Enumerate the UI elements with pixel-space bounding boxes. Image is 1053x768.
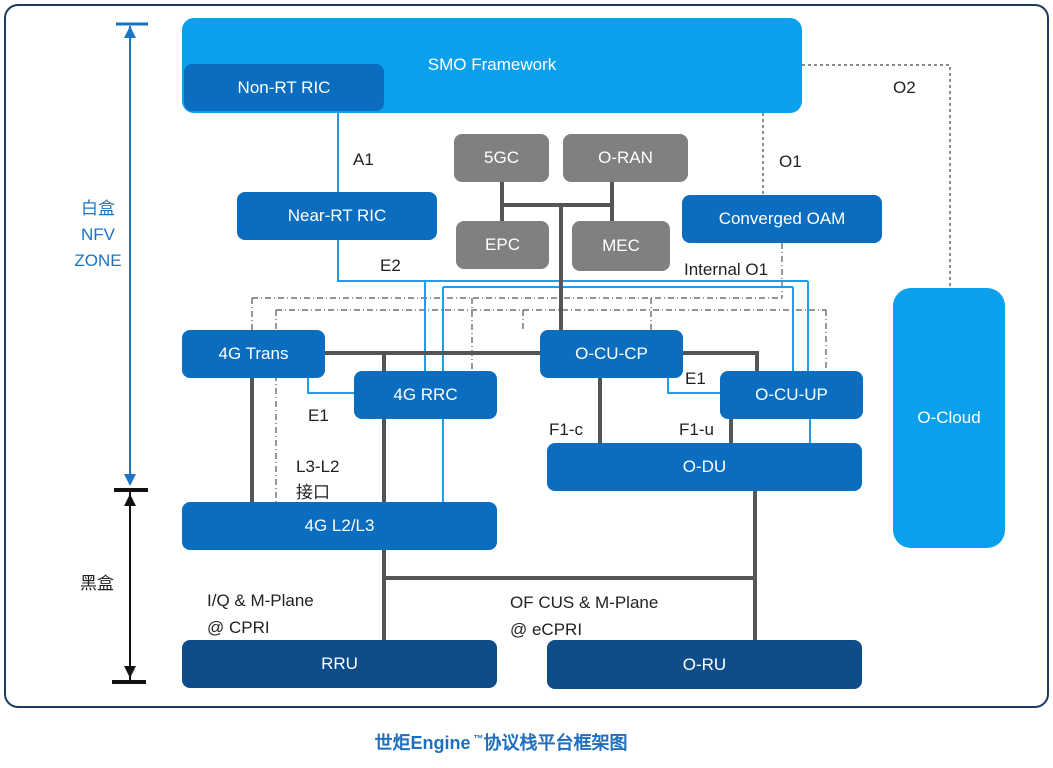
o-cu-cp-label: O-CU-CP — [575, 344, 648, 363]
o-ru-label: O-RU — [682, 654, 727, 674]
o-du-box: O-DU — [547, 443, 862, 491]
cpri-label-line1: I/Q & M-Plane — [207, 591, 314, 610]
internal-o1-label: Internal O1 — [684, 260, 769, 279]
black-box-zone-arrow — [112, 488, 148, 684]
caption-suffix: 协议栈平台框架图 — [483, 733, 628, 753]
caption-prefix: 世炬Engine — [374, 733, 471, 753]
converged-oam-label: Converged OAM — [718, 209, 846, 228]
f1-c-label: F1-c — [549, 420, 583, 439]
near-rt-ric-box: Near-RT RIC — [237, 192, 437, 240]
o-cloud-label: O-Cloud — [917, 408, 981, 427]
l3-l2-label-line2: 接口 — [296, 483, 330, 502]
l3-l2-label-line1: L3-L2 — [296, 457, 340, 476]
black-box-zone-label: 黑盒 — [80, 574, 114, 593]
non-rt-ric-label: Non-RT RIC — [237, 77, 331, 97]
4g-trans-box: 4G Trans — [182, 330, 325, 378]
ecpri-label-line1: OF CUS & M-Plane — [510, 593, 659, 612]
o-ran-box: O-RAN — [563, 134, 688, 182]
mec-box: MEC — [572, 221, 670, 271]
o-cu-cp-box: O-CU-CP — [540, 330, 683, 378]
diagram-frame — [4, 4, 1049, 708]
o-cloud-box: O-Cloud — [893, 288, 1005, 548]
4g-trans-label: 4G Trans — [218, 344, 289, 363]
ecpri-label-line2: @ eCPRI — [510, 620, 583, 639]
4g-l2-l3-label: 4G L2/L3 — [304, 516, 375, 535]
nfv-zone-label: NFV — [81, 225, 115, 244]
white-box-zone-arrow — [116, 22, 148, 486]
5gc-label: 5GC — [484, 148, 519, 167]
non-rt-ric-box: Non-RT RIC — [184, 64, 384, 111]
converged-oam-box: Converged OAM — [682, 195, 882, 243]
e1-5g-label: E1 — [685, 369, 706, 388]
4g-rrc-label: 4G RRC — [393, 385, 458, 404]
transport-links — [250, 182, 759, 640]
rru-label: RRU — [321, 654, 358, 673]
epc-box: EPC — [456, 221, 549, 269]
f1-u-label: F1-u — [679, 420, 714, 439]
epc-label: EPC — [485, 235, 520, 254]
4g-l2-l3-box: 4G L2/L3 — [182, 502, 497, 550]
o-cu-up-label: O-CU-UP — [755, 385, 828, 404]
e2-interface-label: E2 — [380, 256, 401, 275]
a1-e2-e1-links — [307, 111, 811, 502]
near-rt-ric-label: Near-RT RIC — [287, 206, 387, 225]
5gc-box: 5GC — [454, 134, 549, 182]
a1-interface-label: A1 — [353, 150, 374, 169]
e1-4g-label: E1 — [308, 406, 329, 425]
o-ru-box: O-RU — [547, 640, 862, 689]
o1-o2-dashed-links — [762, 64, 951, 288]
o-ran-label: O-RAN — [598, 148, 653, 167]
cpri-label-line2: @ CPRI — [207, 618, 270, 637]
o-du-label: O-DU — [682, 457, 727, 476]
mec-label: MEC — [602, 236, 640, 255]
trademark-mark: ™ — [473, 734, 484, 745]
rru-box: RRU — [182, 640, 497, 688]
o1-interface-label: O1 — [779, 152, 802, 171]
o2-interface-label: O2 — [893, 78, 916, 97]
4g-rrc-box: 4G RRC — [354, 371, 497, 419]
smo-framework-label: SMO Framework — [427, 55, 557, 74]
o-cu-up-box: O-CU-UP — [720, 371, 863, 419]
white-box-zone-label: 白盒 — [81, 199, 115, 218]
zone-label: ZONE — [74, 251, 122, 270]
